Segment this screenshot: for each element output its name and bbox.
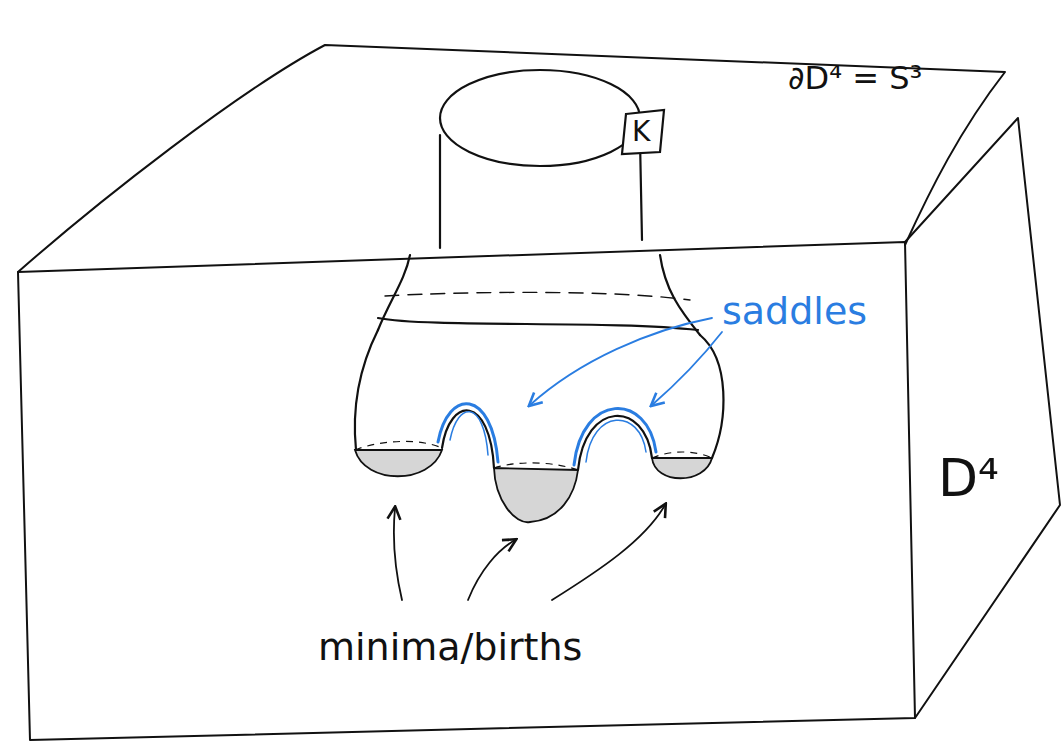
ball-box bbox=[18, 45, 1060, 740]
knot-box: K bbox=[618, 108, 668, 158]
saddle-arcs bbox=[438, 404, 656, 465]
surface bbox=[355, 70, 724, 470]
saddles-label: saddles bbox=[722, 292, 867, 330]
knot-label: K bbox=[632, 118, 650, 146]
knot-box-outline bbox=[622, 110, 664, 154]
minima-discs bbox=[355, 441, 712, 522]
leader-arrows bbox=[394, 318, 722, 600]
minima-label: minima/births bbox=[318, 628, 582, 666]
ball-label: D⁴ bbox=[938, 452, 999, 504]
boundary-label: ∂D⁴ = S³ bbox=[788, 62, 922, 94]
